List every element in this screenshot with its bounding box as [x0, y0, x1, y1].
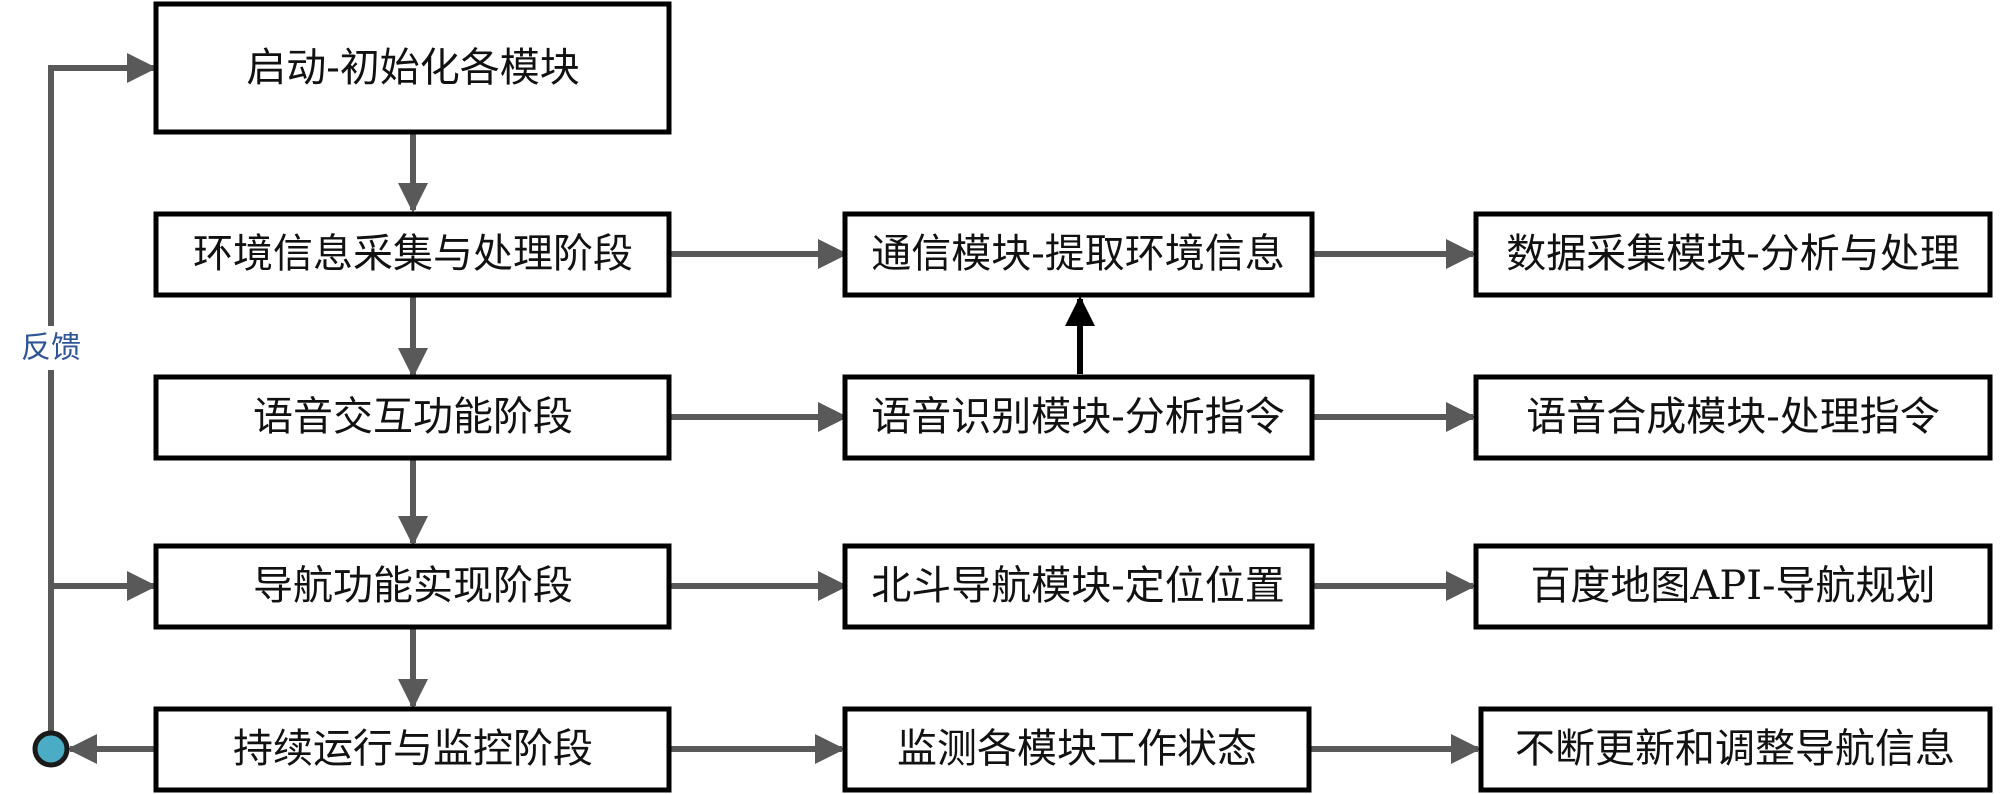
box-monitor-modules: 监测各模块工作状态: [842, 706, 1312, 793]
box-data-module: 数据采集模块-分析与处理: [1473, 211, 1993, 298]
box-update-nav-label: 不断更新和调整导航信息: [1515, 726, 1955, 772]
box-speech-synth: 语音合成模块-处理指令: [1473, 374, 1993, 461]
feedback-node: [32, 730, 70, 768]
box-speech-recog-label: 语音识别模块-分析指令: [871, 394, 1285, 440]
feedback-label-bg: [18, 326, 84, 370]
box-baidu-map: 百度地图API-导航规划: [1473, 543, 1993, 630]
box-nav-stage: 导航功能实现阶段: [153, 543, 672, 630]
box-voice-stage-label: 语音交互功能阶段: [253, 394, 573, 440]
box-data-module-label: 数据采集模块-分析与处理: [1506, 231, 1960, 277]
box-baidu-map-label: 百度地图API-导航规划: [1530, 563, 1935, 609]
box-start-label: 启动-初始化各模块: [246, 45, 580, 91]
box-nav-stage-label: 导航功能实现阶段: [253, 563, 573, 609]
box-comm-module-label: 通信模块-提取环境信息: [871, 231, 1285, 277]
feedback-label: 反馈: [21, 331, 81, 366]
box-update-nav: 不断更新和调整导航信息: [1478, 706, 1993, 793]
box-env-stage-label: 环境信息采集与处理阶段: [193, 231, 633, 277]
box-speech-recog: 语音识别模块-分析指令: [842, 374, 1315, 461]
box-beidou: 北斗导航模块-定位位置: [842, 543, 1315, 630]
connectors: [32, 53, 1481, 768]
box-voice-stage: 语音交互功能阶段: [153, 374, 672, 461]
box-monitor-modules-label: 监测各模块工作状态: [897, 726, 1257, 772]
feedback-line: [48, 53, 157, 733]
box-monitor-stage: 持续运行与监控阶段: [153, 706, 672, 793]
box-beidou-label: 北斗导航模块-定位位置: [871, 563, 1285, 609]
box-comm-module: 通信模块-提取环境信息: [842, 211, 1315, 298]
box-monitor-stage-label: 持续运行与监控阶段: [233, 726, 593, 772]
box-start: 启动-初始化各模块: [153, 1, 672, 135]
box-speech-synth-label: 语音合成模块-处理指令: [1526, 394, 1940, 440]
box-env-stage: 环境信息采集与处理阶段: [153, 211, 672, 298]
